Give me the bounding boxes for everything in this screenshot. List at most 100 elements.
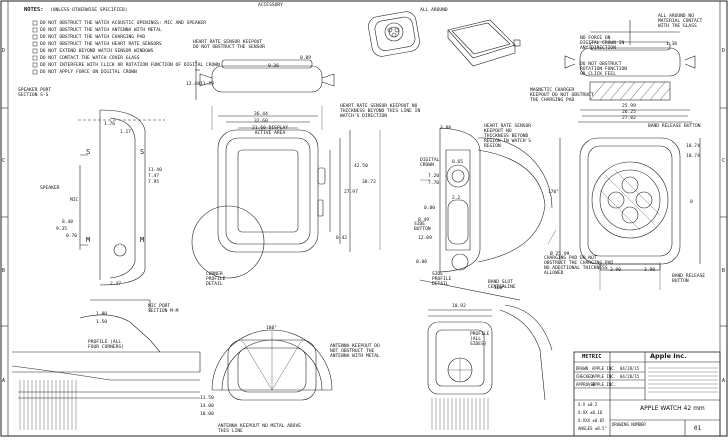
dim-0-65: 0.65 <box>452 160 464 165</box>
dim-2-47: 2.47 <box>110 282 122 287</box>
magnetic-charger-hatch <box>578 81 692 123</box>
title-tol-1: X.X ±0.2 <box>578 402 598 407</box>
dim-27-82: 27.82 <box>622 116 636 121</box>
callout-band-release-bottom: BAND RELEASE BUTTON <box>672 274 706 284</box>
dim-0-00-a: 0.00 <box>424 206 436 211</box>
front-view-watch <box>191 115 351 279</box>
note-4: DO NOT OBSTRUCT THE WATCH HEART RATE SEN… <box>40 42 162 47</box>
dim-10-92: 10.92 <box>452 304 466 309</box>
dim-0-36: 0.36 <box>268 64 280 69</box>
note-5: DO NOT EXTEND BEYOND WATCH SENSOR WINDOW… <box>40 49 154 54</box>
title-scale-label: METRIC <box>582 354 602 360</box>
dim-36-44: 36.44 <box>254 112 268 117</box>
callout-heart-keepout-mid: HEART RATE SENSOR KEEPOUT NO THICKNESS B… <box>340 104 421 119</box>
dim-1-76: 1.76 <box>104 122 116 127</box>
callout-profile-left: PROFILE (ALL FOUR CORNERS) <box>88 340 124 350</box>
zone-right-c: C <box>722 158 726 164</box>
antenna-keepout-protractor <box>211 329 333 401</box>
callout-antenna-bottom: ANTENNA KEEPOUT NO METAL ABOVE THIS LINE <box>218 424 301 434</box>
title-row-name-1: APPLE INC. <box>592 366 617 371</box>
callout-band-release-top: BAND RELEASE BUTTON <box>648 124 701 129</box>
zone-left-b: B <box>2 268 6 274</box>
side-view-top-left <box>195 59 335 100</box>
title-row-name-3: APPLE INC. <box>592 382 617 387</box>
dim-3-88: 3.88 <box>440 126 452 131</box>
note-2: DO NOT OBSTRUCT THE WATCH ANTENNA WITH M… <box>40 28 162 33</box>
callout-corner-profile: CORNER PROFILE DETAIL <box>206 272 226 287</box>
title-drawing-title: APPLE WATCH 42 mm <box>640 405 705 412</box>
title-dwg-label: DRAWING NUMBER <box>612 422 646 427</box>
title-tol-4: ANGLES ±0.5° <box>578 426 607 431</box>
dim-3-90-b: 3.90 <box>644 268 656 273</box>
zone-left-a: A <box>2 378 6 384</box>
dim-8-48: 8.48 <box>62 220 74 225</box>
callout-profile-bottom: PROFILE (ALL SIDES) <box>470 332 490 347</box>
dim-10-74-a: 10.74 <box>686 144 700 149</box>
callout-side-profile: SIDE PROFILE DETAIL <box>432 272 452 287</box>
notes-subheading: (UNLESS OTHERWISE SPECIFIED) <box>50 8 128 13</box>
zone-left-c: C <box>2 158 6 164</box>
section-marker-m-bottom: M <box>86 236 91 244</box>
dim-11-39: 11.39 <box>200 82 214 87</box>
dim-1-00: 1.00 <box>96 312 108 317</box>
dim-170-deg: 170° <box>548 190 560 195</box>
title-tol-2: X.XX ±0.10 <box>578 410 603 415</box>
callout-antenna-keepout: ANTENNA KEEPOUT DO NOT OBSTRUCT THE ANTE… <box>330 344 380 359</box>
dim-360-deg: 360° <box>494 286 506 291</box>
dim-10-74-b: 10.74 <box>686 154 700 159</box>
section-marker-s-top-right: S <box>140 148 145 156</box>
note-3: DO NOT OBSTRUCT THE WATCH CHARGING PAD <box>40 35 146 40</box>
note-1: DO NOT OBSTRUCT THE WATCH ACOUSTIC OPENI… <box>40 21 206 26</box>
dim-7-20: 7.20 <box>428 174 440 179</box>
title-date-1: 04/28/15 <box>620 366 640 371</box>
dim-1-38: 1.38 <box>666 42 678 47</box>
callout-side-button: SIDE BUTTON <box>414 222 431 232</box>
dim-1-50: 1.50 <box>96 320 108 325</box>
title-date-2: 04/28/15 <box>620 374 640 379</box>
dimension-lines <box>211 106 661 290</box>
note-8: DO NOT APPLY FORCE ON DIGITAL CROWN <box>40 70 137 75</box>
dim-32-60: 32.60 <box>254 119 268 124</box>
dim-11-50: 11.50 <box>200 396 214 401</box>
title-row-label-checked: CHECKED <box>576 374 593 379</box>
callout-band-slot: BAND SLOT CENTERLINE <box>488 280 516 290</box>
dim-8-49: 8.49 <box>418 218 430 223</box>
callout-all-around-top: ALL AROUND <box>420 8 448 13</box>
mic-port-section <box>11 299 201 430</box>
section-marker-m-bottom-right: M <box>140 236 145 244</box>
dim-18-00: 18.00 <box>200 412 214 417</box>
zone-right-b: B <box>722 268 726 274</box>
zone-left-d: D <box>2 48 6 54</box>
callout-charging-note: CHARGING PAD DO NOT OBSTRUCT THE CHARGIN… <box>544 256 614 276</box>
callout-heart-rate-right: HEART RATE SENSOR KEEPOUT NO THICKNESS B… <box>484 124 532 149</box>
callout-heart-keepout-top: HEART RATE SENSOR KEEPOUT DO NOT OBSTRUC… <box>193 40 265 50</box>
title-sheet-number: 01 <box>694 425 702 432</box>
callout-no-force-crown: NO FORCE ON DIGITAL CROWN IN ANY DIRECTI… <box>580 36 625 51</box>
dim-12-09: 12.09 <box>418 236 432 241</box>
callout-mic: MIC <box>70 198 79 203</box>
dim-2-2: 2.2 <box>452 196 461 201</box>
zone-right-d: D <box>722 48 726 54</box>
profile-all-sides <box>427 304 553 430</box>
dim-0-70: 0.70 <box>66 234 78 239</box>
callout-display-area: 21.60 DISPLAY ACTIVE AREA <box>252 126 288 136</box>
title-row-label-drawn: DRAWN <box>576 366 589 371</box>
dim-7-95: 7.95 <box>148 180 160 185</box>
section-marker-s-top: S <box>86 148 91 156</box>
title-company: Apple Inc. <box>650 352 687 360</box>
dim-7-47: 7.47 <box>148 174 160 179</box>
note-6: DO NOT CONTACT THE WATCH COVER GLASS <box>40 56 140 61</box>
dim-25-99: 25.99 <box>622 104 636 109</box>
dim-12-48: 12.48 <box>186 82 200 87</box>
dim-0-00-b: 0.00 <box>416 260 428 265</box>
dim-7-70: 7.70 <box>428 181 440 186</box>
side-view-top-right <box>564 20 696 77</box>
callout-crown-no-obstruct: DO NOT OBSTRUCT ROTATION FUNCTION OR CLI… <box>580 62 628 77</box>
dim-11-40: 11.40 <box>148 168 162 173</box>
callout-magnetic-keepout: MAGNETIC CHARGER KEEPOUT DO NOT OBSTRUCT… <box>530 88 594 103</box>
title-row-name-2: APPLE INC. <box>592 374 617 379</box>
title-row-label-approved: APPROVED <box>576 382 596 387</box>
callout-speaker: SPEAKER <box>40 186 60 191</box>
